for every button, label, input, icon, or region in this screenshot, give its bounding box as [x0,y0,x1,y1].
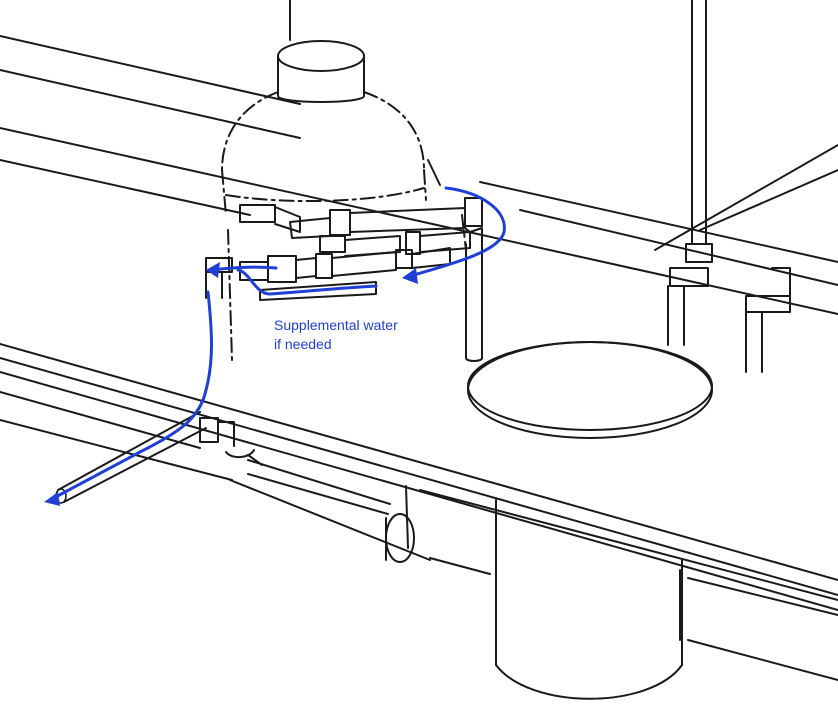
floor-plate [467,341,713,439]
arrow-head-right-loop [402,268,418,284]
flow-drain-path [48,290,213,502]
valve-manifold [205,197,483,362]
flow-supplemental-path [236,268,378,296]
arrow-head-drain-pipe [44,492,60,506]
arrow-head-left-outlet [206,262,220,278]
flow-outlet-path [208,265,278,272]
flow-loop-path [408,186,506,278]
supplemental-water-label: Supplemental water if needed [274,317,398,352]
floor-lines [0,0,838,315]
sump-cylinder [495,499,683,700]
arrow-heads [44,262,418,506]
drain-stub [199,417,415,563]
riser-pipe [667,0,791,373]
filter-tank [221,40,467,361]
